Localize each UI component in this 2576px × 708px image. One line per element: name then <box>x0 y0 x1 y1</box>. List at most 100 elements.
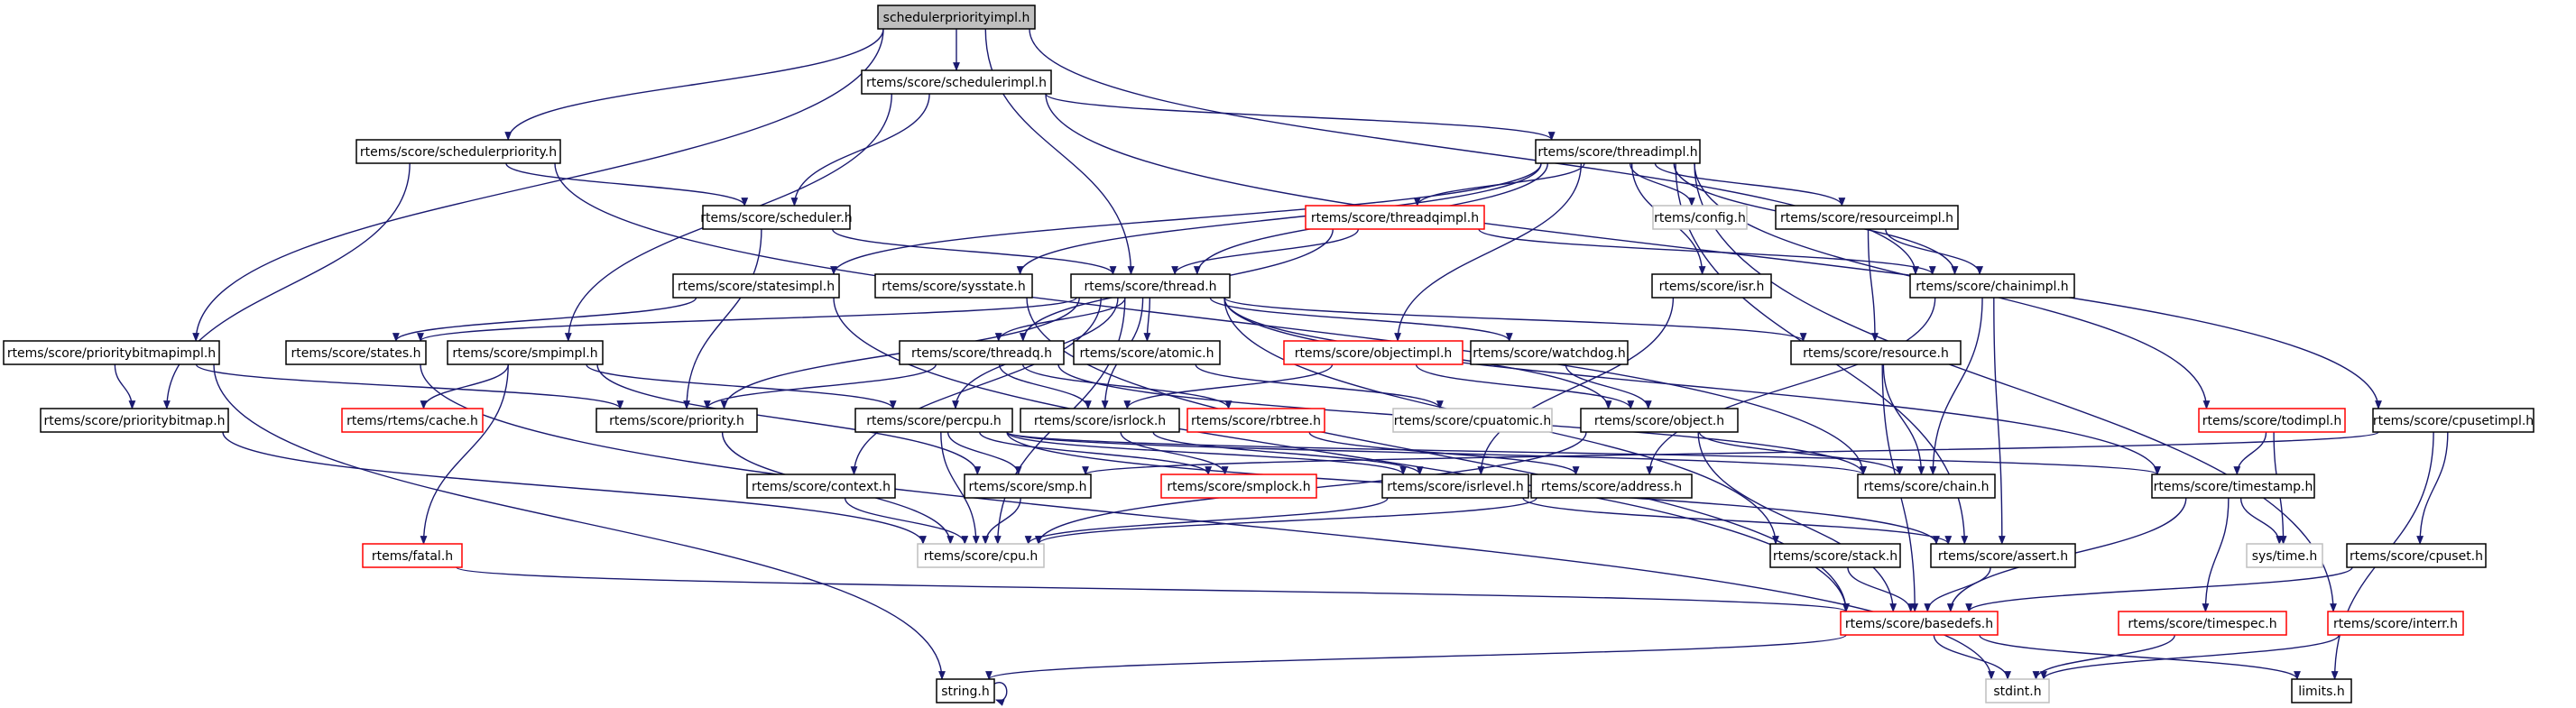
node-smpimpl[interactable]: rtems/score/smpimpl.h <box>447 340 604 365</box>
node-chain[interactable]: rtems/score/chain.h <box>1857 474 1996 499</box>
node-schedulerimpl[interactable]: rtems/score/schedulerimpl.h <box>861 69 1052 95</box>
edge-threadqimpl-to-chainimpl <box>1478 228 1936 275</box>
node-object[interactable]: rtems/score/object.h <box>1580 408 1739 433</box>
edge-percpu-to-cpu <box>940 431 980 545</box>
node-stack[interactable]: rtems/score/stack.h <box>1769 543 1901 568</box>
node-label: rtems/score/sysstate.h <box>882 280 1026 294</box>
node-box <box>285 340 427 365</box>
node-timespec[interactable]: rtems/score/timespec.h <box>2118 611 2287 636</box>
edge-basedefs-to-string <box>985 634 1847 680</box>
edge-prioritybitmapimpl-to-string <box>213 363 946 680</box>
node-cpuset[interactable]: rtems/score/cpuset.h <box>2346 543 2487 568</box>
node-atomic[interactable]: rtems/score/atomic.h <box>1073 340 1221 365</box>
node-box <box>1381 474 1529 499</box>
node-isrlock[interactable]: rtems/score/isrlock.h <box>1020 408 1180 433</box>
node-assert[interactable]: rtems/score/assert.h <box>1930 543 2076 568</box>
node-box <box>3 340 220 365</box>
edge-thread-to-threadq <box>994 297 1126 342</box>
edge-threadimpl-to-resourceimpl <box>1654 162 1846 207</box>
edge-objectimpl-to-isrlock <box>1123 363 1334 409</box>
node-chainimpl[interactable]: rtems/score/chainimpl.h <box>1909 273 2075 299</box>
node-box <box>861 69 1052 95</box>
edge-thread-to-watchdog <box>1209 297 1513 342</box>
node-box <box>2151 474 2315 499</box>
node-box <box>854 408 1013 433</box>
edge-schedulerpriority-to-chain <box>554 162 1867 475</box>
node-threadq[interactable]: rtems/score/threadq.h <box>899 340 1065 365</box>
node-box <box>355 139 561 164</box>
node-watchdog[interactable]: rtems/score/watchdog.h <box>1470 340 1629 365</box>
node-label: sys/time.h <box>2252 549 2318 564</box>
edge-percpu-to-timestamp <box>1006 431 2161 475</box>
node-smp[interactable]: rtems/score/smp.h <box>964 474 1092 499</box>
node-prioritybitmap[interactable]: rtems/score/prioritybitmap.h <box>40 408 229 433</box>
node-threadqimpl[interactable]: rtems/score/threadqimpl.h <box>1305 205 1485 230</box>
node-systime: sys/time.h <box>2246 543 2323 568</box>
node-box <box>1073 340 1221 365</box>
node-todimpl[interactable]: rtems/score/todimpl.h <box>2198 408 2346 433</box>
node-prioritybitmapimpl[interactable]: rtems/score/prioritybitmapimpl.h <box>3 340 220 365</box>
node-thread[interactable]: rtems/score/thread.h <box>1070 273 1231 299</box>
node-cache[interactable]: rtems/rtems/cache.h <box>341 408 484 433</box>
node-isr[interactable]: rtems/score/isr.h <box>1651 273 1772 299</box>
node-fatal[interactable]: rtems/fatal.h <box>362 543 463 568</box>
node-label: rtems/score/isrlock.h <box>1034 414 1166 428</box>
node-string[interactable]: string.h <box>936 678 995 703</box>
node-address[interactable]: rtems/score/address.h <box>1530 474 1693 499</box>
node-label: string.h <box>941 685 990 699</box>
node-label: rtems/score/interr.h <box>2333 617 2458 631</box>
node-interr[interactable]: rtems/score/interr.h <box>2327 611 2464 636</box>
edge-threadimpl-to-interr <box>1694 162 2337 612</box>
edge-percpu-to-smp <box>946 431 1022 475</box>
edge-threadq-to-rbtree <box>1021 363 1233 409</box>
node-schedulerpriority[interactable]: rtems/score/schedulerpriority.h <box>355 139 561 164</box>
node-label: rtems/score/percpu.h <box>866 414 1002 428</box>
node-scheduler[interactable]: rtems/score/scheduler.h <box>700 205 853 230</box>
node-box <box>746 474 896 499</box>
node-priority[interactable]: rtems/score/priority.h <box>596 408 758 433</box>
node-smplock[interactable]: rtems/score/smplock.h <box>1160 474 1317 499</box>
node-basedefs[interactable]: rtems/score/basedefs.h <box>1840 611 1999 636</box>
edge-schedulerimpl-to-threadimpl <box>1045 93 1556 141</box>
node-box <box>917 543 1045 568</box>
node-label: rtems/fatal.h <box>372 549 453 564</box>
edge-threadq-to-priority <box>703 363 937 409</box>
node-objectimpl[interactable]: rtems/score/objectimpl.h <box>1283 340 1463 365</box>
node-root: schedulerpriorityimpl.h <box>877 5 1036 30</box>
node-box <box>2327 611 2464 636</box>
edge-schedulerpriority-to-scheduler <box>505 162 749 207</box>
node-box <box>2198 408 2346 433</box>
node-box <box>1070 273 1231 299</box>
edge-timestamp-to-timespec <box>2202 497 2230 612</box>
node-timestamp[interactable]: rtems/score/timestamp.h <box>2151 474 2315 499</box>
node-box <box>1652 205 1748 230</box>
node-box <box>672 273 840 299</box>
node-percpu[interactable]: rtems/score/percpu.h <box>854 408 1013 433</box>
edge-isrlevel-to-cpu <box>1024 497 1389 545</box>
node-states[interactable]: rtems/score/states.h <box>285 340 427 365</box>
node-label: rtems/score/basedefs.h <box>1845 617 1993 631</box>
node-statesimpl[interactable]: rtems/score/statesimpl.h <box>672 273 840 299</box>
edge-root-to-schedulerpriority <box>504 28 884 141</box>
node-limits[interactable]: limits.h <box>2291 678 2352 703</box>
node-threadimpl[interactable]: rtems/score/threadimpl.h <box>1535 139 1701 164</box>
edge-thread-to-states <box>417 297 1077 342</box>
node-isrlevel[interactable]: rtems/score/isrlevel.h <box>1381 474 1529 499</box>
edge-cpuset-to-basedefs <box>1965 566 2353 612</box>
node-cpusetimpl[interactable]: rtems/score/cpusetimpl.h <box>2372 408 2534 433</box>
node-box <box>2246 543 2323 568</box>
edge-resourceimpl-to-resource <box>1867 228 1879 342</box>
node-label: rtems/score/smp.h <box>969 480 1087 494</box>
node-context[interactable]: rtems/score/context.h <box>746 474 896 499</box>
node-rbtree[interactable]: rtems/score/rbtree.h <box>1186 408 1325 433</box>
node-box <box>341 408 484 433</box>
node-label: rtems/score/objectimpl.h <box>1295 346 1453 361</box>
node-resourceimpl[interactable]: rtems/score/resourceimpl.h <box>1775 205 1959 230</box>
edge-object-to-chain <box>1698 431 1904 475</box>
node-resource[interactable]: rtems/score/resource.h <box>1790 340 1962 365</box>
node-cpuatomic: rtems/score/cpuatomic.h <box>1392 408 1553 433</box>
edge-thread-to-timestamp <box>1223 297 2161 475</box>
node-label: rtems/score/statesimpl.h <box>678 280 835 294</box>
node-sysstate[interactable]: rtems/score/sysstate.h <box>874 273 1033 299</box>
node-stdint: stdint.h <box>1985 678 2050 703</box>
